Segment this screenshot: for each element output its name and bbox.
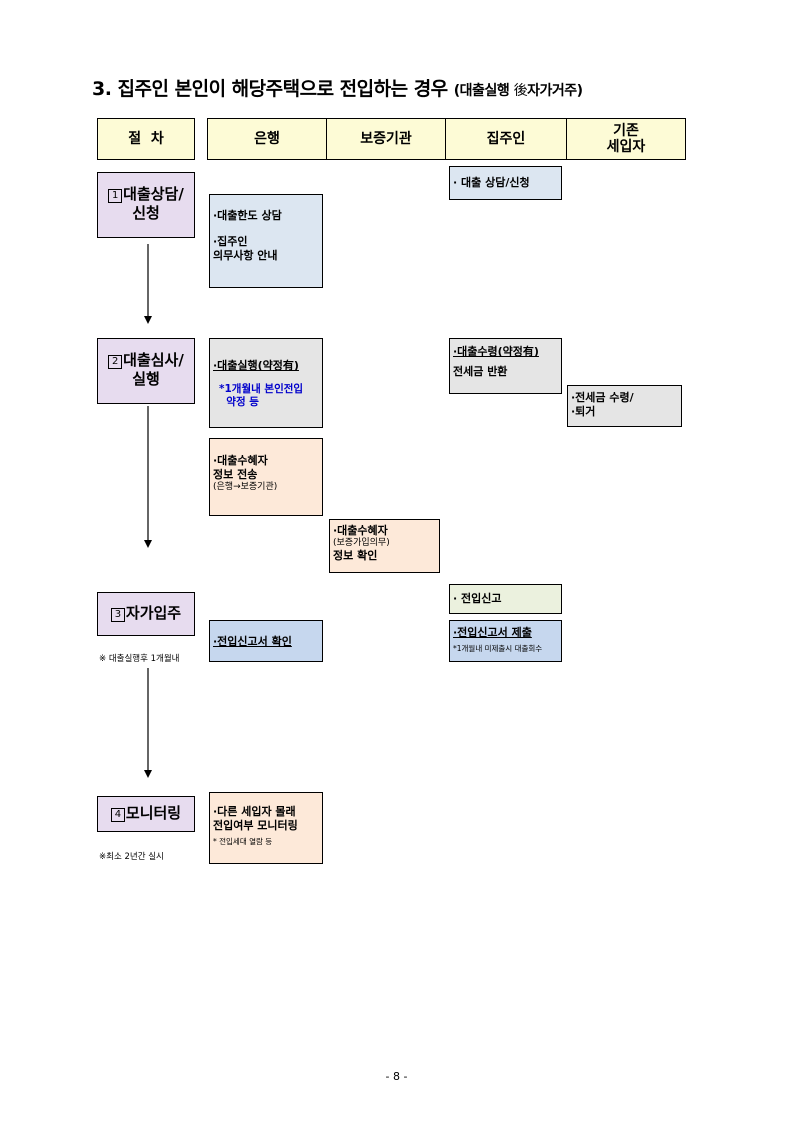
bank-loan-execute-text: ·대출실행(약정有) [213, 359, 299, 372]
arrow-head-3 [144, 770, 152, 778]
step-1-number: 1 [108, 189, 123, 203]
step-3-label: 자가입주 [125, 604, 182, 622]
guarantor-info-check-sub: (보증가입의무) [333, 538, 390, 548]
landlord-move-in-report: · 전입신고 [449, 584, 562, 614]
bank-monitoring-note: * 전입세대 열람 등 [213, 837, 273, 846]
header-landlord: 집주인 [445, 118, 567, 160]
step-2-label: 대출심사/ 실행 [123, 351, 184, 388]
header-guarantor-label: 보증기관 [360, 131, 412, 147]
bank-loan-execute: ·대출실행(약정有) *1개월내 본인전입 약정 등 [209, 338, 323, 428]
step-3-remark: ※ 대출실행후 1개월내 [99, 654, 180, 664]
landlord-move-in-report-text: · 전입신고 [453, 592, 502, 605]
bank-info-send: ·대출수혜자 정보 전송 (은행→보증기관) [209, 438, 323, 516]
landlord-loan-receive: ·대출수령(약정有) 전세금 반환 [449, 338, 562, 394]
arrow-head-1 [144, 316, 152, 324]
bank-info-send-text: ·대출수혜자 정보 전송 [213, 454, 268, 481]
step-4-remark: ※최소 2년간 실시 [99, 852, 164, 862]
bank-report-confirm-text: ·전입신고서 확인 [213, 635, 292, 648]
bank-monitoring: ·다른 세입자 몰래 전입여부 모니터링 * 전입세대 열람 등 [209, 792, 323, 864]
step-1-label: 대출상담/ 신청 [123, 185, 184, 222]
bank-report-confirm: ·전입신고서 확인 [209, 620, 323, 662]
guarantor-info-check-text-1: ·대출수혜자 [333, 524, 388, 537]
step-4-number: 4 [110, 808, 125, 822]
page-number: - 8 - [385, 1070, 408, 1083]
step-3-number: 3 [110, 608, 125, 622]
landlord-report-submit-text: ·전입신고서 제출 [453, 626, 532, 639]
landlord-loan-apply: · 대출 상담/신청 [449, 166, 562, 200]
header-tenant-label: 기존 세입자 [606, 123, 646, 155]
guarantor-info-check-text-2: 정보 확인 [333, 549, 378, 562]
header-landlord-label: 집주인 [486, 131, 526, 147]
landlord-loan-apply-text: · 대출 상담/신청 [453, 176, 530, 189]
tenant-deposit-receive: ·전세금 수령/ ·퇴거 [567, 385, 682, 427]
bank-loan-consult: ·대출한도 상담 ·집주인 의무사항 안내 [209, 194, 323, 288]
landlord-loan-receive-text: ·대출수령(약정有) [453, 345, 539, 358]
page-title: 3. 집주인 본인이 해당주택으로 전입하는 경우 (대출실행 後자가거주) [92, 74, 583, 101]
header-guarantor: 보증기관 [326, 118, 446, 160]
title-after: 後 [513, 83, 528, 99]
title-tail: 자가거주) [527, 83, 583, 99]
header-procedure-label: 절 차 [128, 131, 164, 147]
header-tenant: 기존 세입자 [566, 118, 686, 160]
bank-loan-consult-text-2: ·집주인 의무사항 안내 [213, 235, 278, 262]
bank-monitoring-text: ·다른 세입자 몰래 전입여부 모니터링 [213, 805, 298, 832]
bank-info-send-sub: (은행→보증기관) [213, 482, 278, 492]
title-bracket: (대출실행 [453, 83, 514, 99]
bank-loan-consult-text-1: ·대출한도 상담 [213, 209, 282, 222]
landlord-deposit-return: 전세금 반환 [453, 365, 508, 378]
header-procedure: 절 차 [97, 118, 195, 160]
step-2-number: 2 [108, 355, 123, 369]
bank-loan-execute-note: *1개월내 본인전입 약정 등 [219, 383, 304, 408]
arrow-head-2 [144, 540, 152, 548]
landlord-report-submit: ·전입신고서 제출 *1개월내 미제출시 대출회수 [449, 620, 562, 662]
header-bank-label: 은행 [254, 131, 280, 147]
step-4-label: 모니터링 [125, 804, 182, 822]
title-main: 3. 집주인 본인이 해당주택으로 전입하는 경우 [92, 78, 448, 100]
header-bank: 은행 [207, 118, 327, 160]
flow-arrows [144, 244, 152, 778]
guarantor-info-check: ·대출수혜자 (보증가입의무) 정보 확인 [329, 519, 440, 573]
landlord-report-submit-note: *1개월내 미제출시 대출회수 [453, 644, 543, 653]
tenant-deposit-receive-text: ·전세금 수령/ ·퇴거 [571, 391, 634, 418]
